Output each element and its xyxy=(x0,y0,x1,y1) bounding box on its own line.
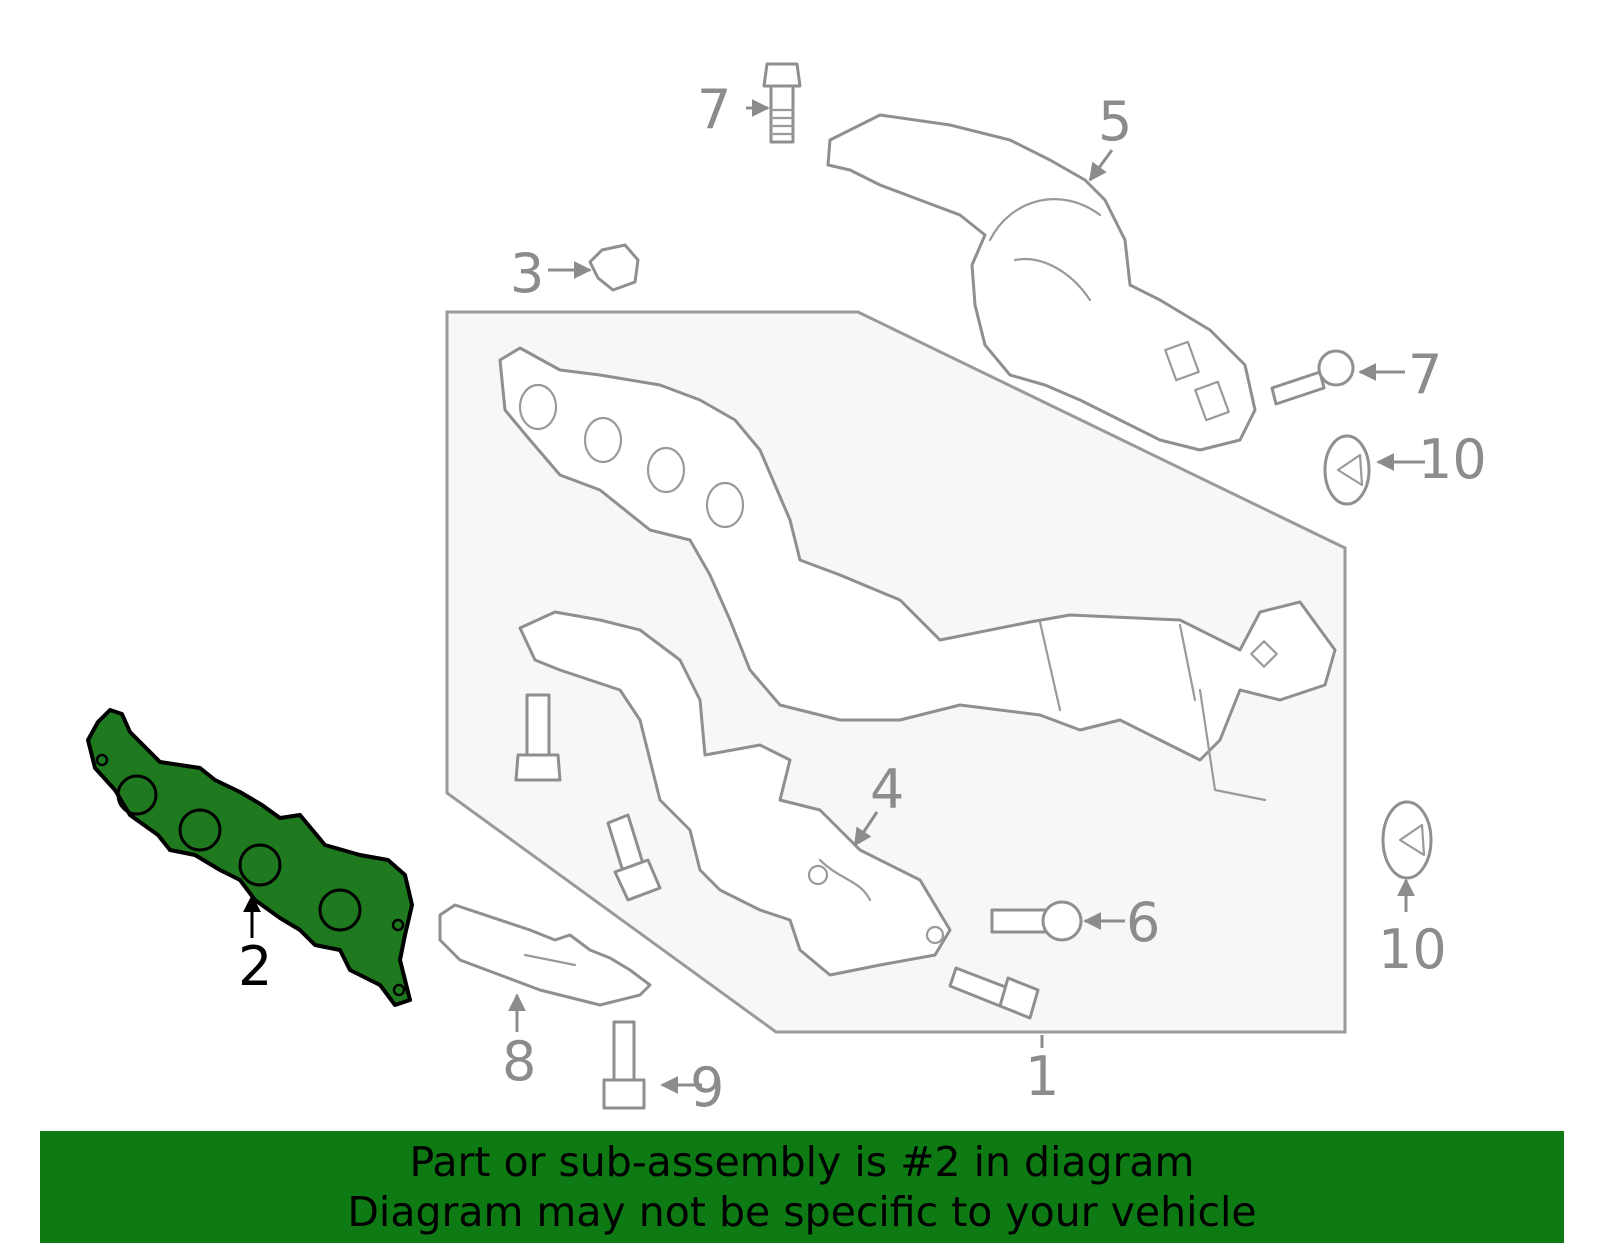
bracket xyxy=(438,903,652,1007)
callout-10-bottom: 10 xyxy=(1378,918,1447,981)
stud-9 xyxy=(602,1020,646,1110)
info-banner: Part or sub-assembly is #2 in diagram Di… xyxy=(40,1131,1564,1243)
callout-2-highlighted: 2 xyxy=(238,935,272,998)
exhaust-manifold-converter xyxy=(498,346,1337,802)
grommet-10-top xyxy=(1323,434,1371,506)
bolt-7-top xyxy=(762,62,802,144)
manifold-gasket-highlighted xyxy=(86,708,414,1007)
leader-lines xyxy=(243,99,1425,1094)
callout-4: 4 xyxy=(870,758,904,821)
callout-9: 9 xyxy=(690,1056,724,1119)
callout-8: 8 xyxy=(502,1030,536,1093)
stud-left-lower xyxy=(606,813,662,902)
banner-line-1: Part or sub-assembly is #2 in diagram xyxy=(409,1138,1195,1186)
upper-heat-shield xyxy=(826,113,1257,452)
callout-5: 5 xyxy=(1098,90,1132,153)
lower-heat-shield xyxy=(518,610,952,977)
callout-7-right: 7 xyxy=(1408,343,1442,406)
callout-7-top: 7 xyxy=(697,78,731,141)
callout-1: 1 xyxy=(1025,1045,1059,1108)
bolt-6 xyxy=(990,900,1083,942)
nut-3 xyxy=(588,243,640,292)
grommet-10-bottom xyxy=(1381,800,1433,880)
stud-left-upper xyxy=(514,693,562,782)
callout-3: 3 xyxy=(510,242,544,305)
bolt-unlabeled-lower xyxy=(948,966,1040,1020)
bolt-7-right xyxy=(1270,349,1355,406)
callout-6: 6 xyxy=(1126,891,1160,954)
callout-10-top: 10 xyxy=(1418,428,1487,491)
banner-line-2: Diagram may not be specific to your vehi… xyxy=(347,1188,1257,1236)
